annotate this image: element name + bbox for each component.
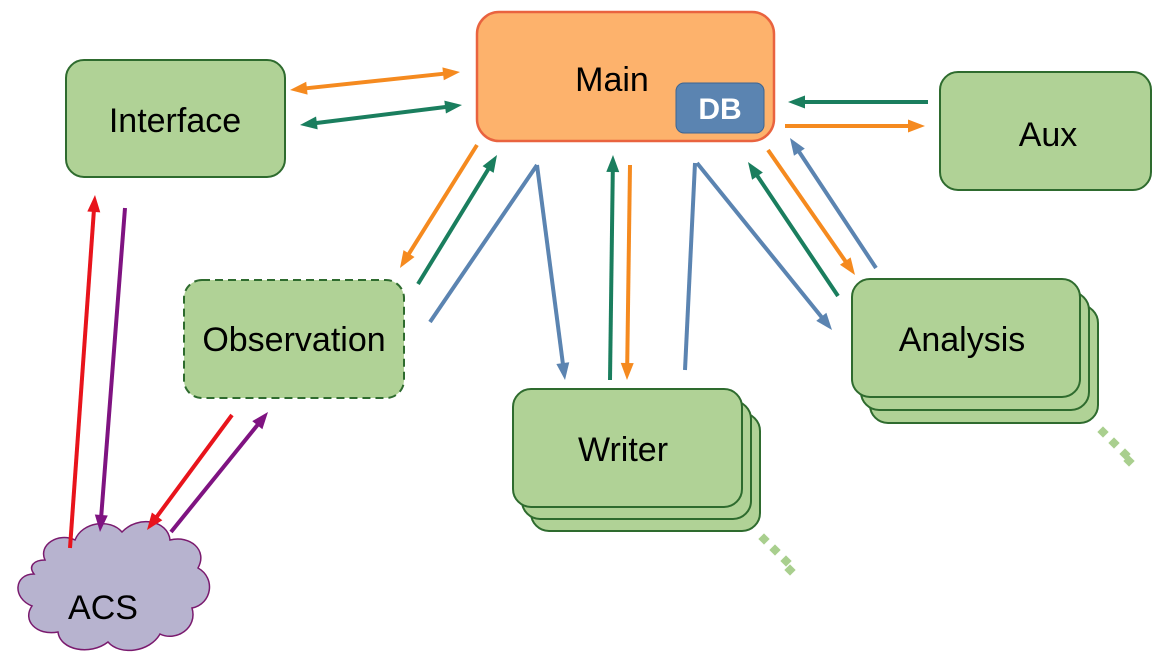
acs-node[interactable]: ACS [17,521,211,652]
analysis-node[interactable]: Analysis [851,278,1099,424]
arrow-main-to-analysis-blue [695,161,832,330]
acs-label: ACS [68,589,138,627]
interface-node[interactable]: Interface [65,59,286,178]
aux-label: Aux [1019,116,1078,154]
analysis-label: Analysis [899,321,1026,359]
arrow-observation-to-main-blue [428,163,539,324]
arrow-observation-to-acs-red [147,413,234,530]
arrow-writer-to-main-blue [683,162,697,371]
arrow-analysis-to-main-blue [790,138,878,270]
writer-node[interactable]: Writer [512,388,761,532]
arrow-interface-to-acs-purple [94,207,127,532]
aux-node[interactable]: Aux [939,71,1152,191]
arrow-writer-to-main-green [606,155,620,381]
observation-label: Observation [202,321,385,359]
arrow-acs-to-observation-purple [169,412,268,534]
arrow-main-to-aux-orange [785,119,925,133]
arrow-observation-to-main-green [416,155,497,286]
writer-label: Writer [578,431,668,469]
arrow-aux-to-main-green [788,95,928,109]
analysis-more-indicator [1097,426,1135,467]
arrow-interface-main-orange [290,67,460,95]
arrow-acs-to-interface-red [68,195,101,549]
db-label: DB [698,93,741,126]
interface-label: Interface [109,102,241,140]
db-badge: DB [675,82,765,134]
connectors [68,67,928,549]
arrow-interface-main-green [300,100,462,130]
arrow-main-to-writer-blue [535,164,570,380]
arrow-analysis-to-main-green [748,162,840,298]
writer-more-indicator [758,533,796,576]
arrow-main-to-observation-orange [400,143,479,268]
arrow-main-to-analysis-orange [766,148,855,275]
arrow-main-to-writer-orange [620,164,634,380]
main-label: Main [575,61,649,99]
observation-node[interactable]: Observation [183,279,405,399]
